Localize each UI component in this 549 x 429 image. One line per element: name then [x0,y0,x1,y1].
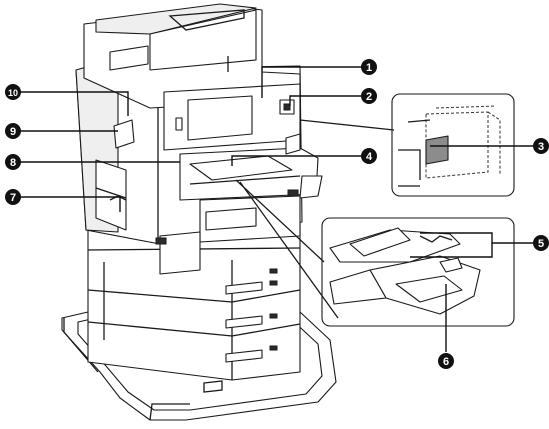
callout-6-marker [438,353,454,369]
callout-1-marker [361,59,377,75]
detail-inset-upper [391,93,515,197]
zoom-line-upper [299,119,395,131]
paper-cassette-units [87,219,301,381]
callout-7-label: 7 [10,192,16,204]
callout-3-marker [533,138,549,154]
control-panel [163,83,301,151]
callout-3-label: 3 [538,141,544,153]
callout-6: 6 [438,353,454,369]
callout-10-label: 10 [8,88,18,98]
callout-1-label: 1 [366,62,372,74]
callout-8-label: 8 [10,157,16,169]
callout-2-marker [361,88,377,104]
callout-5-marker [533,235,549,251]
callout-4-marker [361,148,377,164]
callout-2: 2 [361,88,377,104]
callout-5: 5 [533,235,549,251]
callout-5-label: 5 [538,238,544,250]
callout-2-label: 2 [366,91,372,103]
callout-7: 7 [5,189,21,205]
callout-4: 4 [361,148,377,164]
zoom-line-lower-a [235,179,325,263]
callout-10: 10 [5,84,21,100]
output-tray [179,147,323,201]
callout-1: 1 [361,59,377,75]
callout-9: 9 [5,123,21,139]
callout-4-label: 4 [366,151,373,163]
callout-10-marker [5,84,21,100]
callout-6-label: 6 [443,356,449,368]
callout-8-marker [5,154,21,170]
callout-9-label: 9 [10,126,16,138]
callout-7-marker [5,189,21,205]
side-port [285,133,301,155]
detail-inset-lower [321,217,515,327]
callout-3: 3 [533,138,549,154]
document-feeder [83,3,301,109]
usb-port-cover [113,119,135,149]
callout-9-marker [5,123,21,139]
callout-8: 8 [5,154,21,170]
callout-leaders [20,66,536,352]
zoom-line-lower-b [239,181,339,319]
